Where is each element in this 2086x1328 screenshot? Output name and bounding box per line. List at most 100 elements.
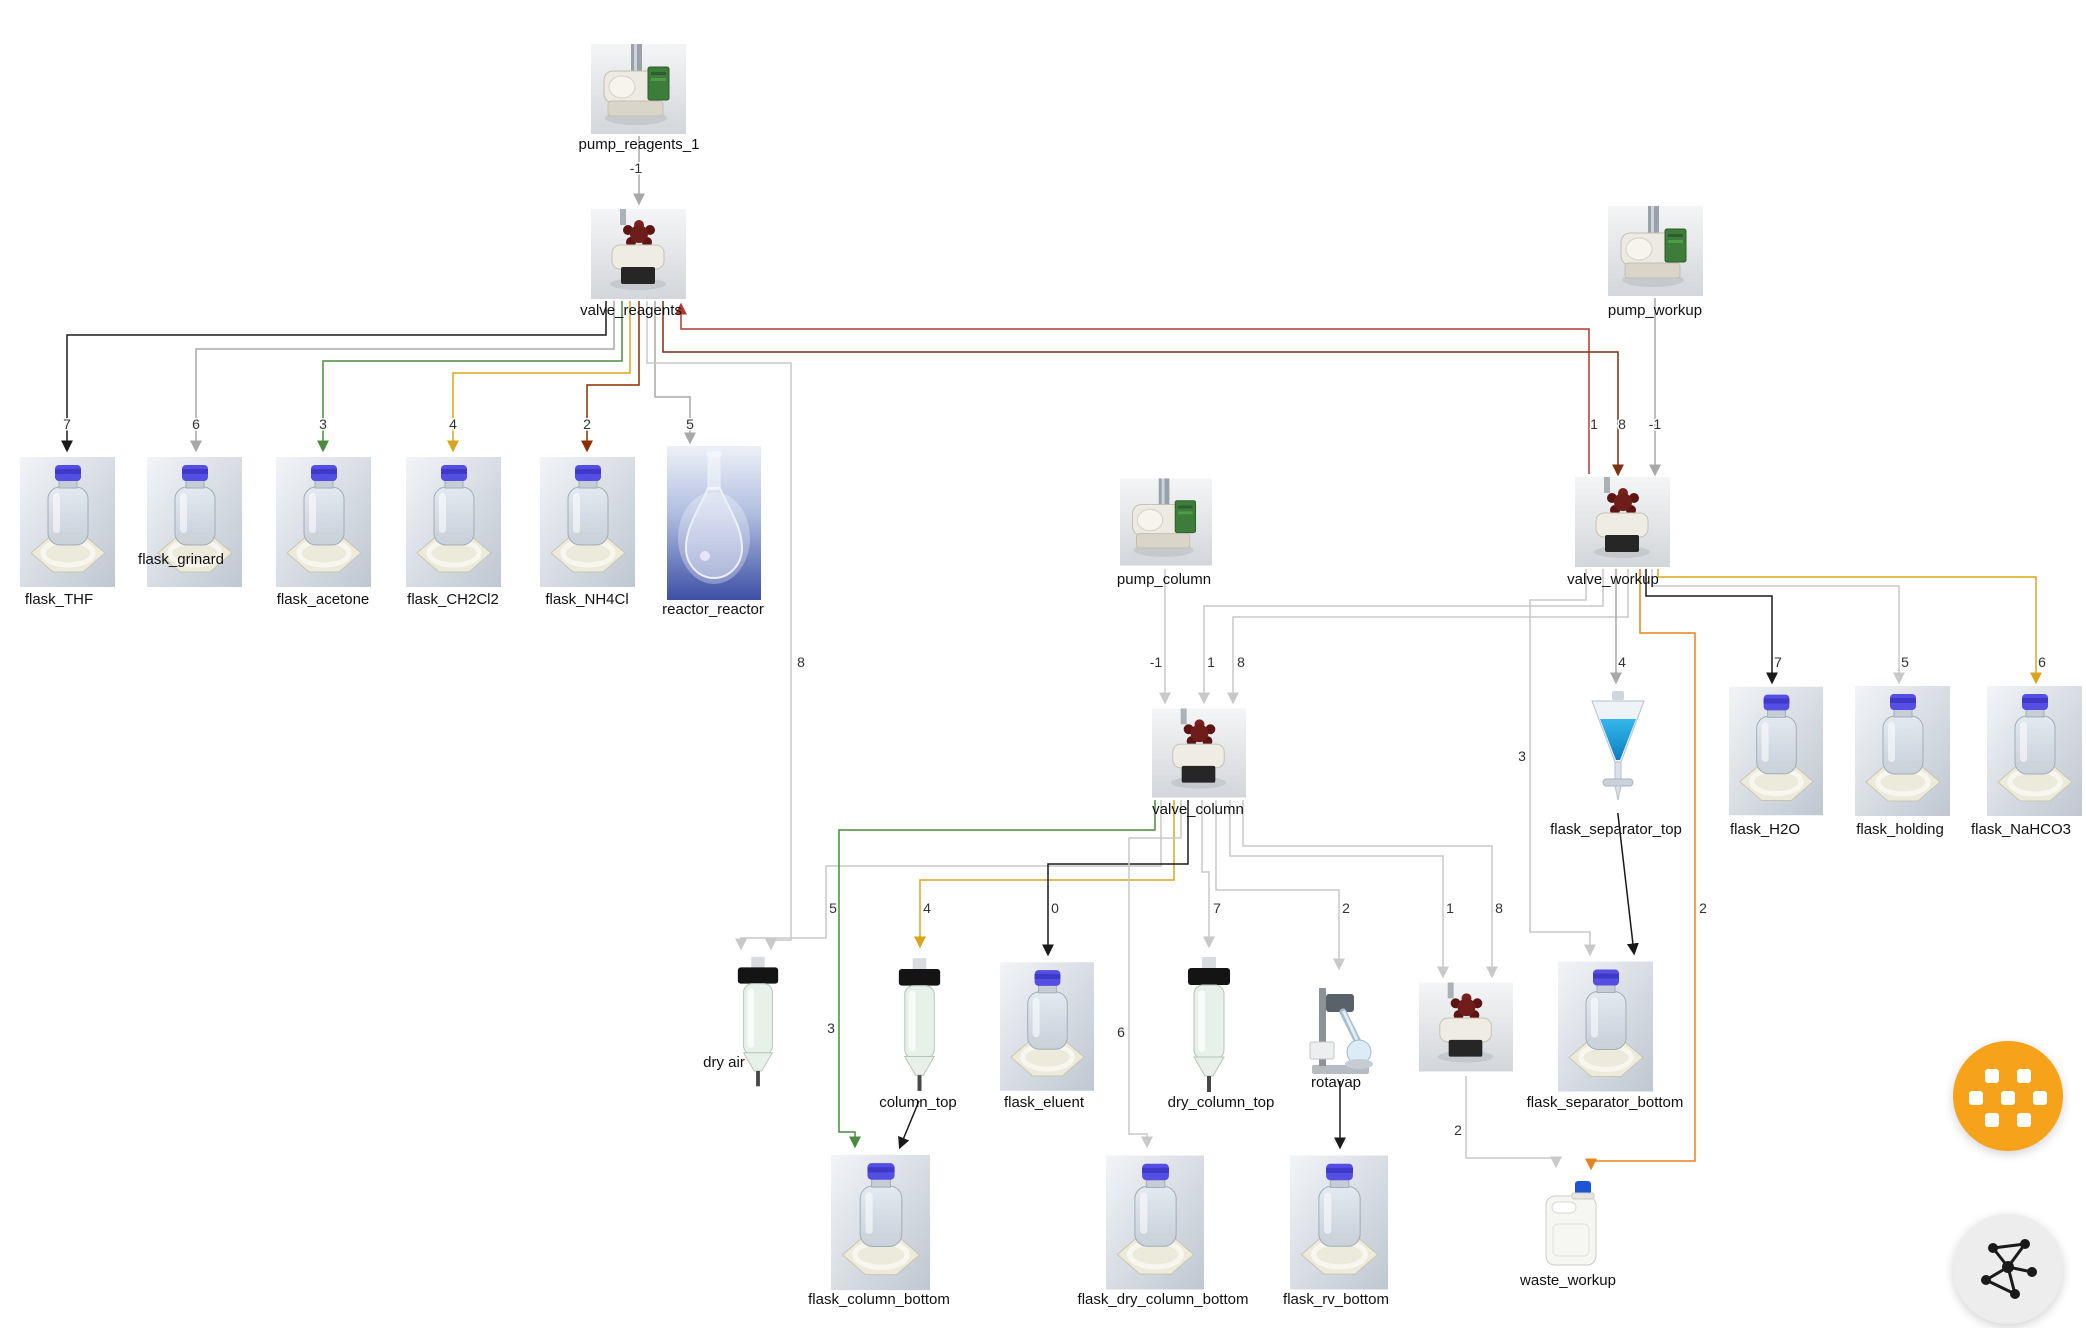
edge-workup-to-reagents-red — [675, 302, 1590, 474]
edge-column-to-column-bottom — [838, 800, 1156, 1149]
edge-label: 8 — [1495, 900, 1503, 916]
column-icon — [728, 952, 788, 1093]
column-icon — [890, 952, 949, 1099]
edge-column-to-dry-air — [735, 800, 1162, 951]
apps-grid-icon — [1969, 1069, 2047, 1127]
edge-label: 6 — [192, 416, 200, 432]
edge-column-to-eluent — [1042, 800, 1189, 957]
edge-label: -1 — [630, 160, 643, 176]
node-flask-nahco3[interactable] — [1987, 686, 2082, 816]
edge-label: 2 — [1342, 900, 1350, 916]
node-label-pump-column: pump_column — [1116, 571, 1212, 588]
edge-label: 0 — [1051, 900, 1059, 916]
node-column-top[interactable] — [890, 952, 949, 1099]
node-label-flask-holding: flask_holding — [1856, 821, 1944, 838]
node-label-pump-workup: pump_workup — [1607, 302, 1703, 319]
edge-label: -1 — [1649, 416, 1662, 432]
node-label-flask-nahco3: flask_NaHCO3 — [1970, 821, 2072, 838]
edge-label: 1 — [1590, 416, 1598, 432]
node-label-pump-reagents-1: pump_reagents_1 — [578, 136, 700, 153]
edge-workup-to-column-8 — [1227, 569, 1629, 705]
node-dry-column-top[interactable] — [1179, 952, 1239, 1099]
edge-label: 3 — [827, 1020, 835, 1036]
node-label-dry-air: dry air — [703, 1054, 745, 1071]
node-rotavap[interactable] — [1307, 972, 1374, 1079]
node-valve-column[interactable] — [1152, 706, 1246, 800]
node-flask-column-bottom[interactable] — [831, 1152, 930, 1293]
node-flask-ch2cl2[interactable] — [406, 457, 501, 587]
node-flask-separator-top[interactable] — [1579, 686, 1657, 813]
bottle-icon — [276, 457, 371, 587]
edge-label: 2 — [583, 416, 591, 432]
node-label-flask-separator-top: flask_separator_top — [1550, 821, 1682, 838]
edge-valve-to-flask-grinard — [190, 301, 615, 453]
edge-label: 7 — [63, 416, 71, 432]
edge-separator-top-to-bottom — [1616, 805, 1639, 956]
edge-workup-to-nahco3 — [1657, 569, 2042, 685]
pump-icon — [1120, 477, 1212, 567]
node-waste-workup[interactable] — [1541, 1172, 1601, 1272]
edge-label: 6 — [1117, 1024, 1125, 1040]
valve-icon — [1419, 980, 1513, 1074]
edge-label: 3 — [1518, 748, 1526, 764]
node-label-flask-h2o: flask_H2O — [1729, 821, 1801, 838]
node-flask-rv-bottom[interactable] — [1290, 1152, 1388, 1293]
node-flask-holding[interactable] — [1855, 686, 1950, 816]
node-label-valve-reagents: valve_reagents — [580, 302, 682, 319]
edge-column-top-to-flask — [898, 1100, 920, 1150]
edge-valve-to-flask-nh4cl — [581, 301, 640, 453]
node-label-flask-thf: flask_THF — [24, 591, 94, 608]
edge-label: 3 — [319, 416, 327, 432]
edge-workup-to-holding — [1651, 569, 1905, 685]
node-dry-air[interactable] — [728, 952, 788, 1093]
edge-reagents-to-dry-air — [646, 301, 792, 951]
node-reactor-reactor[interactable] — [667, 446, 761, 600]
valve-icon — [591, 209, 686, 299]
node-flask-eluent[interactable] — [1000, 958, 1094, 1095]
edge-label: 4 — [449, 416, 457, 432]
bottle-icon — [540, 457, 635, 587]
apps-fab-button[interactable] — [1953, 1041, 2063, 1151]
node-valve-reagents[interactable] — [591, 209, 686, 299]
bottle-icon — [1558, 958, 1653, 1095]
node-flask-thf[interactable] — [20, 457, 115, 587]
edge-label: -1 — [1150, 654, 1163, 670]
edge-label: 4 — [1618, 654, 1626, 670]
bottle-icon — [406, 457, 501, 587]
node-flask-h2o[interactable] — [1729, 686, 1823, 816]
edge-workup-to-column-1 — [1198, 569, 1604, 705]
edge-label: 7 — [1213, 900, 1221, 916]
bottle-icon — [1290, 1152, 1388, 1293]
node-pump-reagents-1[interactable] — [591, 44, 686, 134]
column-icon — [1179, 952, 1239, 1099]
edge-label: 8 — [1237, 654, 1245, 670]
node-pump-workup[interactable] — [1608, 206, 1703, 296]
separatory-funnel-icon — [1579, 686, 1657, 813]
edge-workup-to-separator-bottom — [1529, 569, 1596, 957]
node-valve-unnamed[interactable] — [1419, 980, 1513, 1074]
node-pump-column[interactable] — [1120, 477, 1212, 567]
bottle-icon — [1729, 686, 1823, 816]
node-label-flask-grinard: flask_grinard — [138, 551, 224, 568]
node-label-waste-workup: waste_workup — [1520, 1272, 1616, 1289]
node-flask-nh4cl[interactable] — [540, 457, 635, 587]
edge-column-to-valve2-8 — [1242, 800, 1498, 979]
node-flask-separator-bottom[interactable] — [1558, 958, 1653, 1095]
node-label-rotavap: rotavap — [1310, 1074, 1362, 1091]
pump-icon — [591, 44, 686, 134]
assistant-fab-button[interactable] — [1953, 1214, 2063, 1324]
edge-column-to-dry-column-top — [1201, 800, 1215, 949]
node-flask-acetone[interactable] — [276, 457, 371, 587]
edge-valve-to-flask-thf — [61, 301, 607, 453]
edge-valve-to-flask-ch2cl2 — [447, 301, 631, 453]
node-valve-workup[interactable] — [1575, 477, 1670, 567]
reactor-flask-icon — [667, 446, 761, 600]
node-flask-dry-column-bottom[interactable] — [1106, 1152, 1204, 1293]
node-label-flask-eluent: flask_eluent — [1003, 1094, 1085, 1111]
node-label-flask-separator-bottom: flask_separator_bottom — [1526, 1094, 1684, 1111]
edge-label: 5 — [1901, 654, 1909, 670]
node-label-dry-column-top: dry_column_top — [1167, 1094, 1275, 1111]
bottle-icon — [1106, 1152, 1204, 1293]
edge-valve2-to-waste — [1465, 1076, 1562, 1169]
